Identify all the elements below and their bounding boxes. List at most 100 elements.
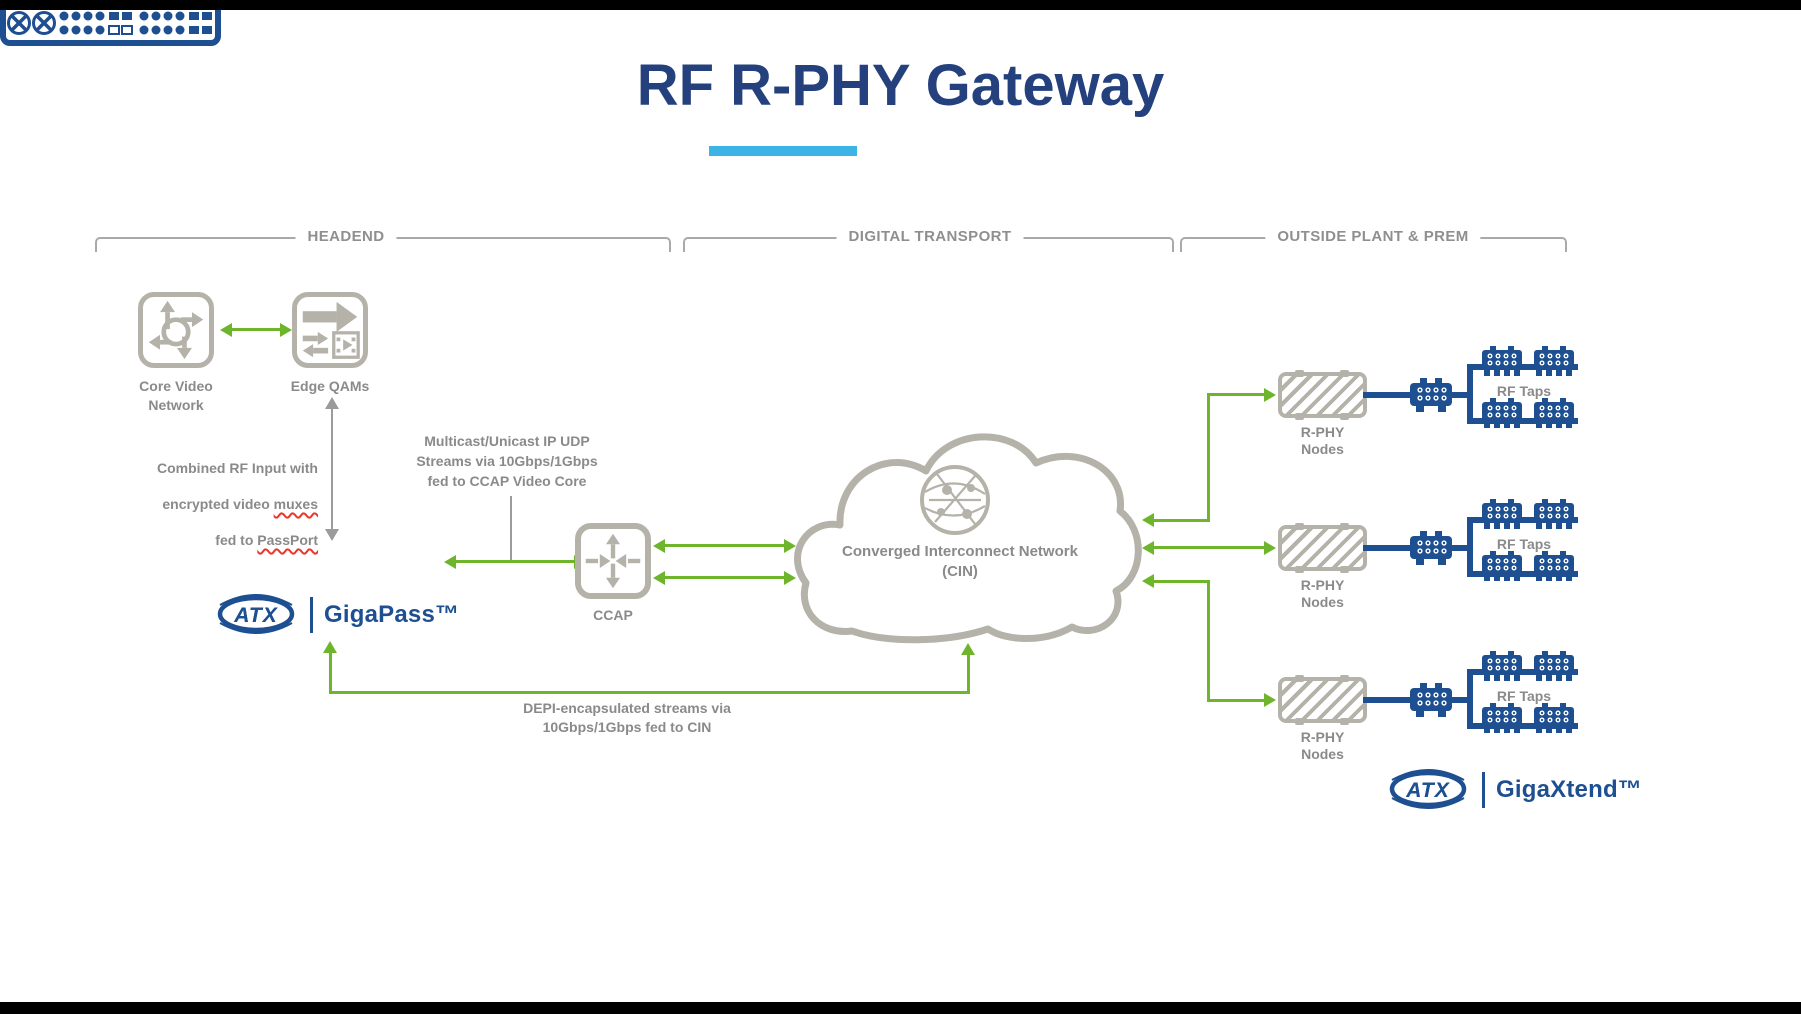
edge-qams-box: [292, 292, 368, 368]
section-bracket-headend: HEADEND: [95, 228, 671, 252]
rf-taps-label-3: RF Taps: [1496, 688, 1552, 704]
edge-qam-icon: [302, 301, 360, 359]
rphy-node-2: [1278, 523, 1367, 573]
combined-rf-line2: encrypted video: [162, 496, 274, 512]
depi-line-left: [329, 653, 332, 693]
rphy-node-1: [1278, 370, 1367, 420]
coax-branch-vertical-3: [1467, 669, 1473, 729]
connector1-v: [1207, 394, 1210, 522]
depi-line-horizontal: [329, 691, 970, 694]
combined-rf-line1: Combined RF Input with: [157, 460, 318, 476]
rf-tap-icon: [1482, 398, 1522, 428]
logo-divider: [1482, 772, 1485, 808]
logo-divider: [310, 597, 313, 633]
ccap-box: [575, 523, 651, 599]
arrowhead-right: [280, 323, 292, 337]
arrowhead-up-gigapass: [323, 641, 337, 653]
arrowhead-left: [653, 571, 665, 585]
router-icon: [148, 300, 204, 360]
ccap-router-icon: [585, 533, 641, 589]
rf-taps-label-2: RF Taps: [1496, 536, 1552, 552]
connector1-h2: [1207, 393, 1264, 396]
edge-qams-label: Edge QAMs: [290, 378, 370, 394]
section-label-digital-transport: DIGITAL TRANSPORT: [836, 228, 1024, 245]
arrow-core-to-edgeqam: [232, 328, 280, 331]
rphy-node-3: [1278, 675, 1367, 725]
letterbox-top: [0, 0, 1801, 10]
rf-taps-label-1: RF Taps: [1496, 383, 1552, 399]
arrow-ccap-cloud-bottom: [664, 576, 784, 579]
cloud-abbr: (CIN): [942, 563, 978, 580]
arrowhead-into-cloud-3: [1142, 574, 1154, 588]
node-tab: [1295, 413, 1304, 420]
arrowhead-into-node-1: [1264, 388, 1276, 402]
rf-tap-icon: [1482, 703, 1522, 733]
letterbox-bottom: [0, 1002, 1801, 1014]
connector3-h1: [1154, 580, 1210, 583]
rf-tap-icon: [1534, 703, 1574, 733]
coax-branch-vertical-2: [1467, 517, 1473, 577]
node-tab: [1340, 523, 1349, 530]
amplifier-icon: [1408, 683, 1454, 717]
amplifier-icon: [1408, 531, 1454, 565]
rf-tap-icon: [1482, 551, 1522, 581]
rf-tap-icon: [1534, 346, 1574, 376]
section-bracket-outside-plant: OUTSIDE PLANT & PREM: [1180, 228, 1567, 252]
page-title: RF R-PHY Gateway: [636, 53, 1165, 118]
core-video-network-label: Core Video Network: [139, 378, 213, 413]
arrow-edgeqam-to-gigapass: [331, 408, 333, 530]
connector3-v: [1207, 580, 1210, 702]
rf-tap-icon: [1482, 499, 1522, 529]
node-tab: [1295, 675, 1304, 682]
node-tab: [1295, 370, 1304, 377]
arrowhead-left: [653, 539, 665, 553]
coax-branch-top-1: [1467, 364, 1578, 370]
combined-rf-note: Combined RF Input with encrypted video m…: [118, 441, 318, 549]
depi-note: DEPI-encapsulated streams via 10Gbps/1Gb…: [523, 700, 731, 735]
multicast-note: Multicast/Unicast IP UDP Streams via 10G…: [416, 433, 598, 489]
title-underline: [709, 146, 857, 156]
rf-tap-icon: [1482, 651, 1522, 681]
node-tab: [1340, 718, 1349, 725]
connector3-h2: [1207, 699, 1264, 702]
network-globe-icon: [920, 465, 990, 535]
rf-tap-icon: [1534, 551, 1574, 581]
arrowhead-left: [220, 323, 232, 337]
arrowhead-down: [325, 529, 339, 541]
arrowhead-right: [784, 539, 796, 553]
gigaxtend-wordmark: GigaXtend™: [1496, 776, 1643, 803]
connector1-h1: [1154, 519, 1210, 522]
rphy-node-3-label: R-PHY Nodes: [1300, 729, 1345, 762]
coax-branch-top-3: [1467, 669, 1578, 675]
amplifier-icon: [1408, 378, 1454, 412]
node-tab: [1340, 370, 1349, 377]
arrowhead-into-node-2: [1264, 541, 1276, 555]
coax-branch-top-2: [1467, 517, 1578, 523]
arrowhead-into-node-3: [1264, 693, 1276, 707]
ccap-label: CCAP: [593, 607, 633, 623]
node-tab: [1340, 413, 1349, 420]
arrowhead-right: [784, 571, 796, 585]
multicast-pointer-line: [510, 496, 512, 560]
atx-logo-text: ATX: [233, 604, 278, 627]
arrow-gigapass-to-ccap: [456, 560, 574, 563]
coax-branch-bottom-2: [1467, 571, 1578, 577]
section-bracket-digital-transport: DIGITAL TRANSPORT: [683, 228, 1174, 252]
node-tab: [1340, 675, 1349, 682]
gigapass-wordmark: GigaPass™: [324, 601, 460, 628]
rf-tap-icon: [1534, 651, 1574, 681]
coax-branch-vertical-1: [1467, 364, 1473, 424]
coax-branch-bottom-1: [1467, 418, 1578, 424]
combined-rf-word-passport: PassPort: [257, 532, 318, 548]
arrowhead-up-cloud: [961, 643, 975, 655]
cloud-shape: [794, 433, 1142, 644]
rf-tap-icon: [1534, 499, 1574, 529]
rphy-node-2-label: R-PHY Nodes: [1300, 577, 1345, 610]
combined-rf-line3: fed to: [215, 532, 258, 548]
arrowhead-into-cloud-1: [1142, 513, 1154, 527]
arrowhead-into-cloud-2: [1142, 541, 1154, 555]
arrow-ccap-cloud-top: [664, 544, 784, 547]
combined-rf-word-muxes: muxes: [273, 496, 318, 512]
rf-tap-icon: [1482, 346, 1522, 376]
